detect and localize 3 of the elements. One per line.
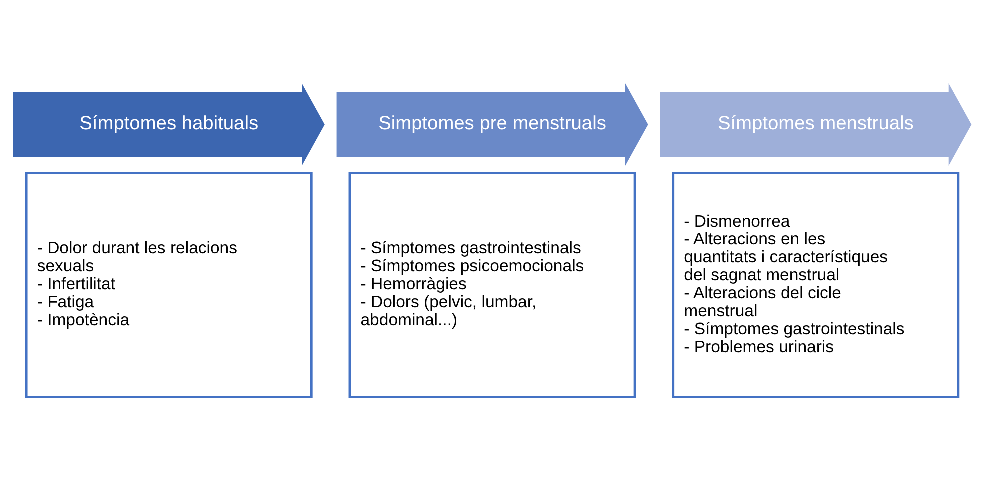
node-box: - Símptomes gastrointestinals - Símptomes psicoemocionals - Hemorràgies - Dolors (pelvic, lumbar, abdominal...) — [348, 172, 636, 398]
node-box: - Dolor durant les relacions sexuals - Infertilitat - Fatiga - Impotència — [25, 172, 313, 398]
node-box: - Dismenorrea - Alteracions en les quantitats i característiques del sagnat menstrual - Alteracions del cicle menstrual - Símptomes gastrointestinals - Problemes urinaris — [672, 172, 960, 398]
